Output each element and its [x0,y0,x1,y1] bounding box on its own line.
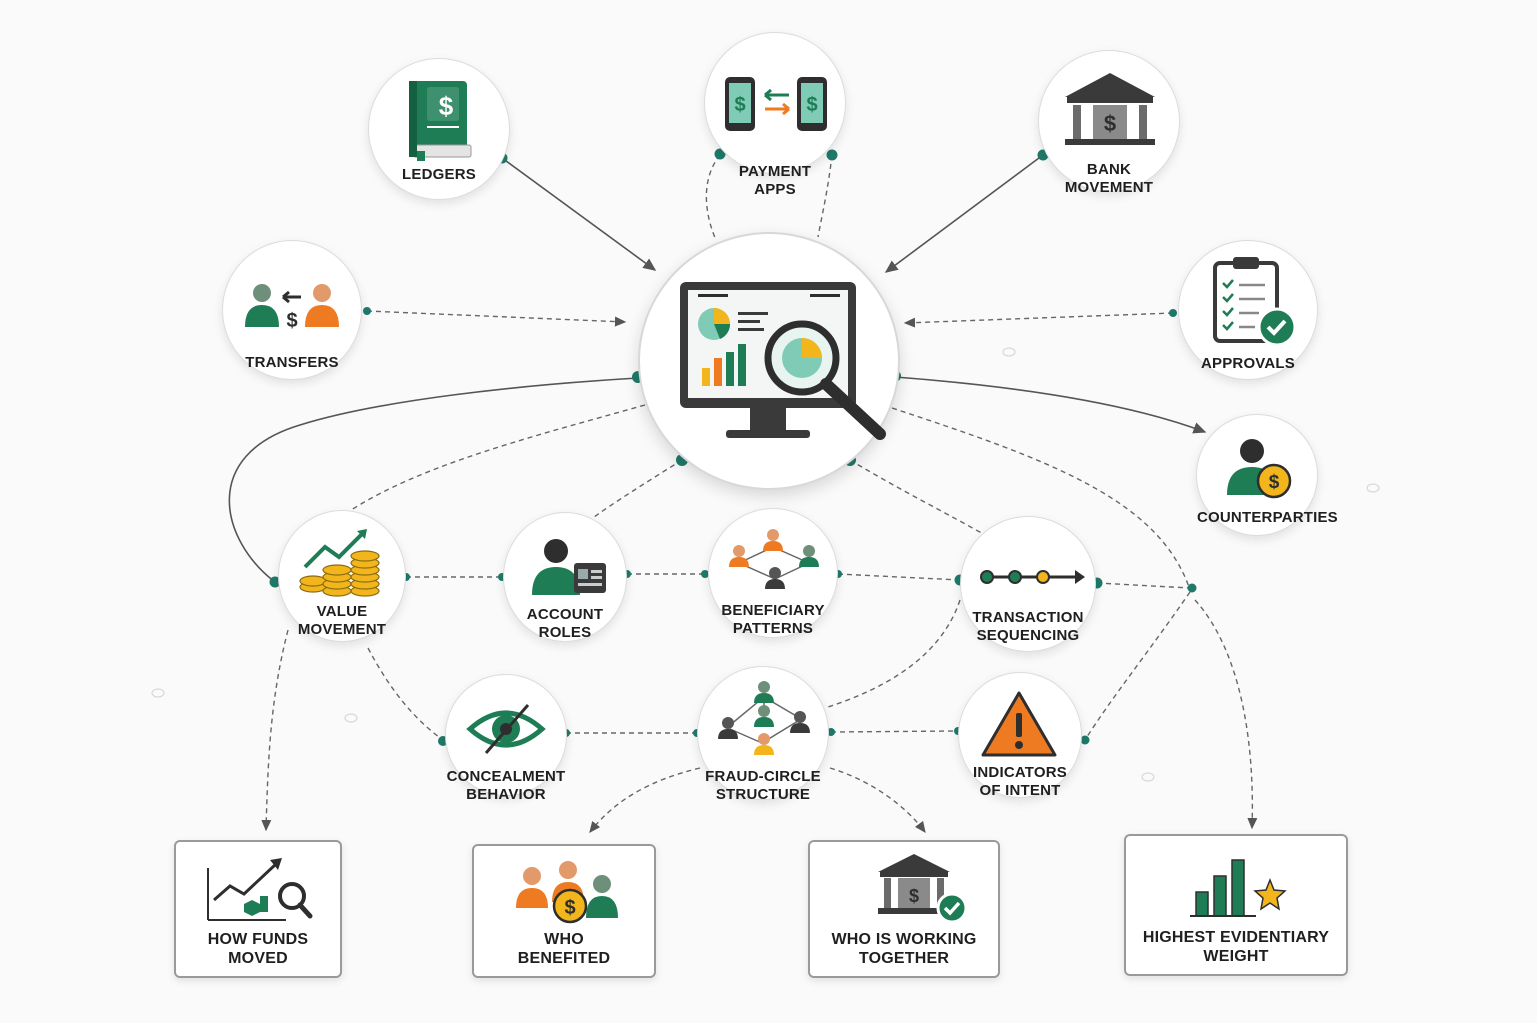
dollar-sign: $ [734,94,745,116]
person-coin-icon: $ [1227,439,1292,499]
people-hierarchy-icon [718,681,810,755]
label-line: TOGETHER [858,950,950,967]
node-indicators-of-intent[interactable]: INDICATORS OF INTENT [958,672,1082,799]
dollar-sign: $ [286,310,297,332]
label-line: HIGHEST EVIDENTIARY [1142,929,1330,946]
node-ledgers[interactable]: $ LEDGERS [368,58,510,200]
node-account-roles[interactable]: ACCOUNT ROLES [503,512,627,642]
node-value-movement[interactable]: VALUE MOVEMENT [278,510,406,642]
node-beneficiary-patterns[interactable]: BENEFICIARY PATTERNS [708,508,838,638]
label-line: BANK [1086,161,1132,178]
label-line: FRAUD-CIRCLE [705,768,821,785]
label-line: STRUCTURE [715,786,811,803]
dollar-sign: $ [439,91,454,121]
monitor-magnifier-icon [680,282,886,440]
node-counterparties[interactable]: $ COUNTERPARTIES [1196,414,1338,536]
label-line: ACCOUNT [526,606,604,623]
transfer-people-icon: $ [245,284,339,332]
outcome-highest-evidentiary-weight[interactable]: HIGHEST EVIDENTIARY WEIGHT [1124,834,1348,976]
label-line: OF INTENT [979,782,1061,799]
label-line: INDICATORS [973,764,1067,781]
dollar-sign: $ [1104,111,1116,136]
analysis-hub[interactable] [638,232,900,490]
label-line: BEHAVIOR [466,786,546,803]
node-approvals[interactable]: APPROVALS [1178,240,1318,380]
label-line: COUNTERPARTIES [1197,509,1338,526]
node-fraud-circle-structure[interactable]: FRAUD-CIRCLE STRUCTURE [697,666,829,803]
bar-star-icon [1190,859,1287,917]
label-line: MOVEMENT [1064,179,1154,196]
coins-trend-icon [299,529,380,597]
node-payment-apps[interactable]: $ $ PAYMENT APPS [704,32,846,198]
label-line: SEQUENCING [976,627,1080,644]
outcome-who-is-working-together[interactable]: $ WHO IS WORKING TOGETHER [808,840,1000,978]
hidden-eye-icon [466,704,546,754]
ledger-book-icon: $ [409,81,472,161]
label-line: TRANSACTION [972,609,1084,626]
node-bank-movement[interactable]: $ BANK MOVEMENT [1038,50,1180,196]
dollar-sign: $ [806,94,817,116]
label-line: PAYMENT [738,163,812,180]
label-line: WHO [544,931,584,948]
label-line: MOVEMENT [297,621,387,638]
bank-check-icon: $ [878,854,968,924]
node-concealment-behavior[interactable]: CONCEALMENT BEHAVIOR [445,674,567,803]
people-coin-icon: $ [516,861,618,924]
payment-apps-icon: $ $ [725,77,827,131]
people-network-icon [729,529,819,589]
label-line: APPROVALS [1200,355,1296,372]
label-line: APPS [754,181,796,198]
outcome-who-benefited[interactable]: $ WHO BENEFITED [472,844,656,978]
label-line: VALUE [316,603,368,620]
label-line: CONCEALMENT [446,768,566,785]
label-line: PATTERNS [732,620,814,637]
bank-icon: $ [1065,73,1155,145]
clipboard-check-icon [1213,257,1297,347]
label-line: WEIGHT [1203,948,1269,965]
dollar-sign: $ [564,897,575,919]
dollar-sign: $ [1269,472,1280,493]
label-line: LEDGERS [402,166,476,183]
node-transaction-sequencing[interactable]: TRANSACTION SEQUENCING [960,516,1096,652]
sequence-arrow-icon [980,570,1085,584]
label-line: TRANSFERS [245,354,339,371]
dollar-sign: $ [909,886,919,906]
label-line: BENEFICIARY [721,602,825,619]
warning-icon [981,691,1057,757]
node-transfers[interactable]: $ TRANSFERS [222,240,362,380]
outcome-how-funds-moved[interactable]: HOW FUNDS MOVED [174,840,342,978]
label-line: ROLES [538,624,592,641]
label-line: WHO IS WORKING [831,931,977,948]
label-line: MOVED [228,950,288,967]
label-line: HOW FUNDS [207,931,309,948]
chart-magnifier-icon [207,858,313,921]
label-line: BENEFITED [517,950,611,967]
person-id-card-icon [532,539,606,595]
